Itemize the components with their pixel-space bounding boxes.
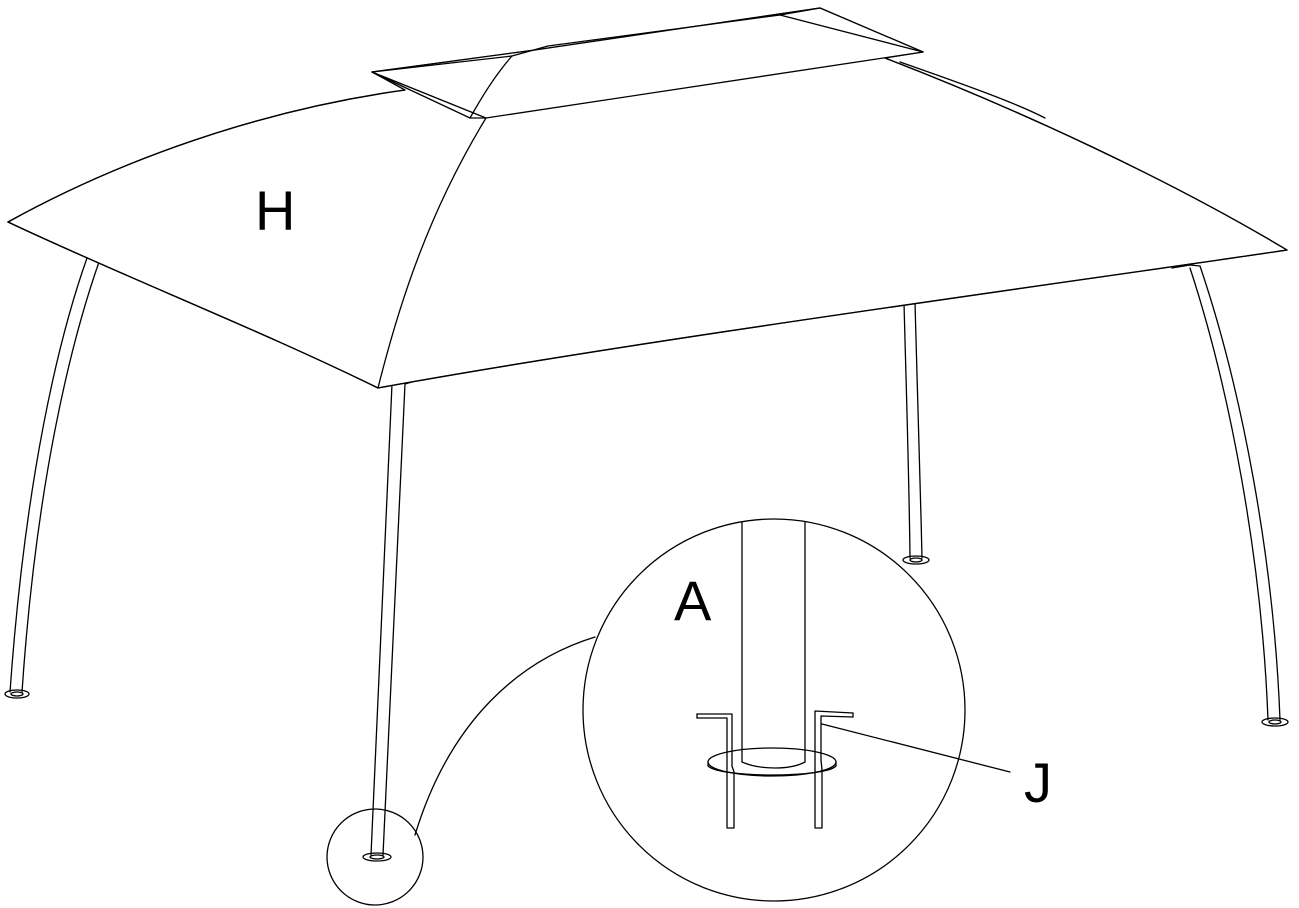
leg-label: A: [674, 569, 712, 632]
magnified-pole: [741, 521, 806, 769]
detail-magnified-circle: [582, 518, 966, 902]
leg-front-right: [1171, 264, 1289, 727]
stake-leader-line: [821, 723, 1011, 773]
leg-back-center: [902, 302, 930, 565]
leg-front-left: [4, 257, 100, 699]
stake-left: [696, 713, 735, 829]
stake-right: [814, 710, 854, 829]
leg-front-center: [362, 377, 426, 862]
canopy: [7, 7, 1288, 389]
canopy-label: H: [255, 179, 295, 242]
foot-highlight-circle: [326, 808, 424, 906]
detail-callout: [326, 518, 1011, 906]
magnified-base-plate: [707, 747, 837, 777]
stake-label: J: [1024, 751, 1052, 814]
